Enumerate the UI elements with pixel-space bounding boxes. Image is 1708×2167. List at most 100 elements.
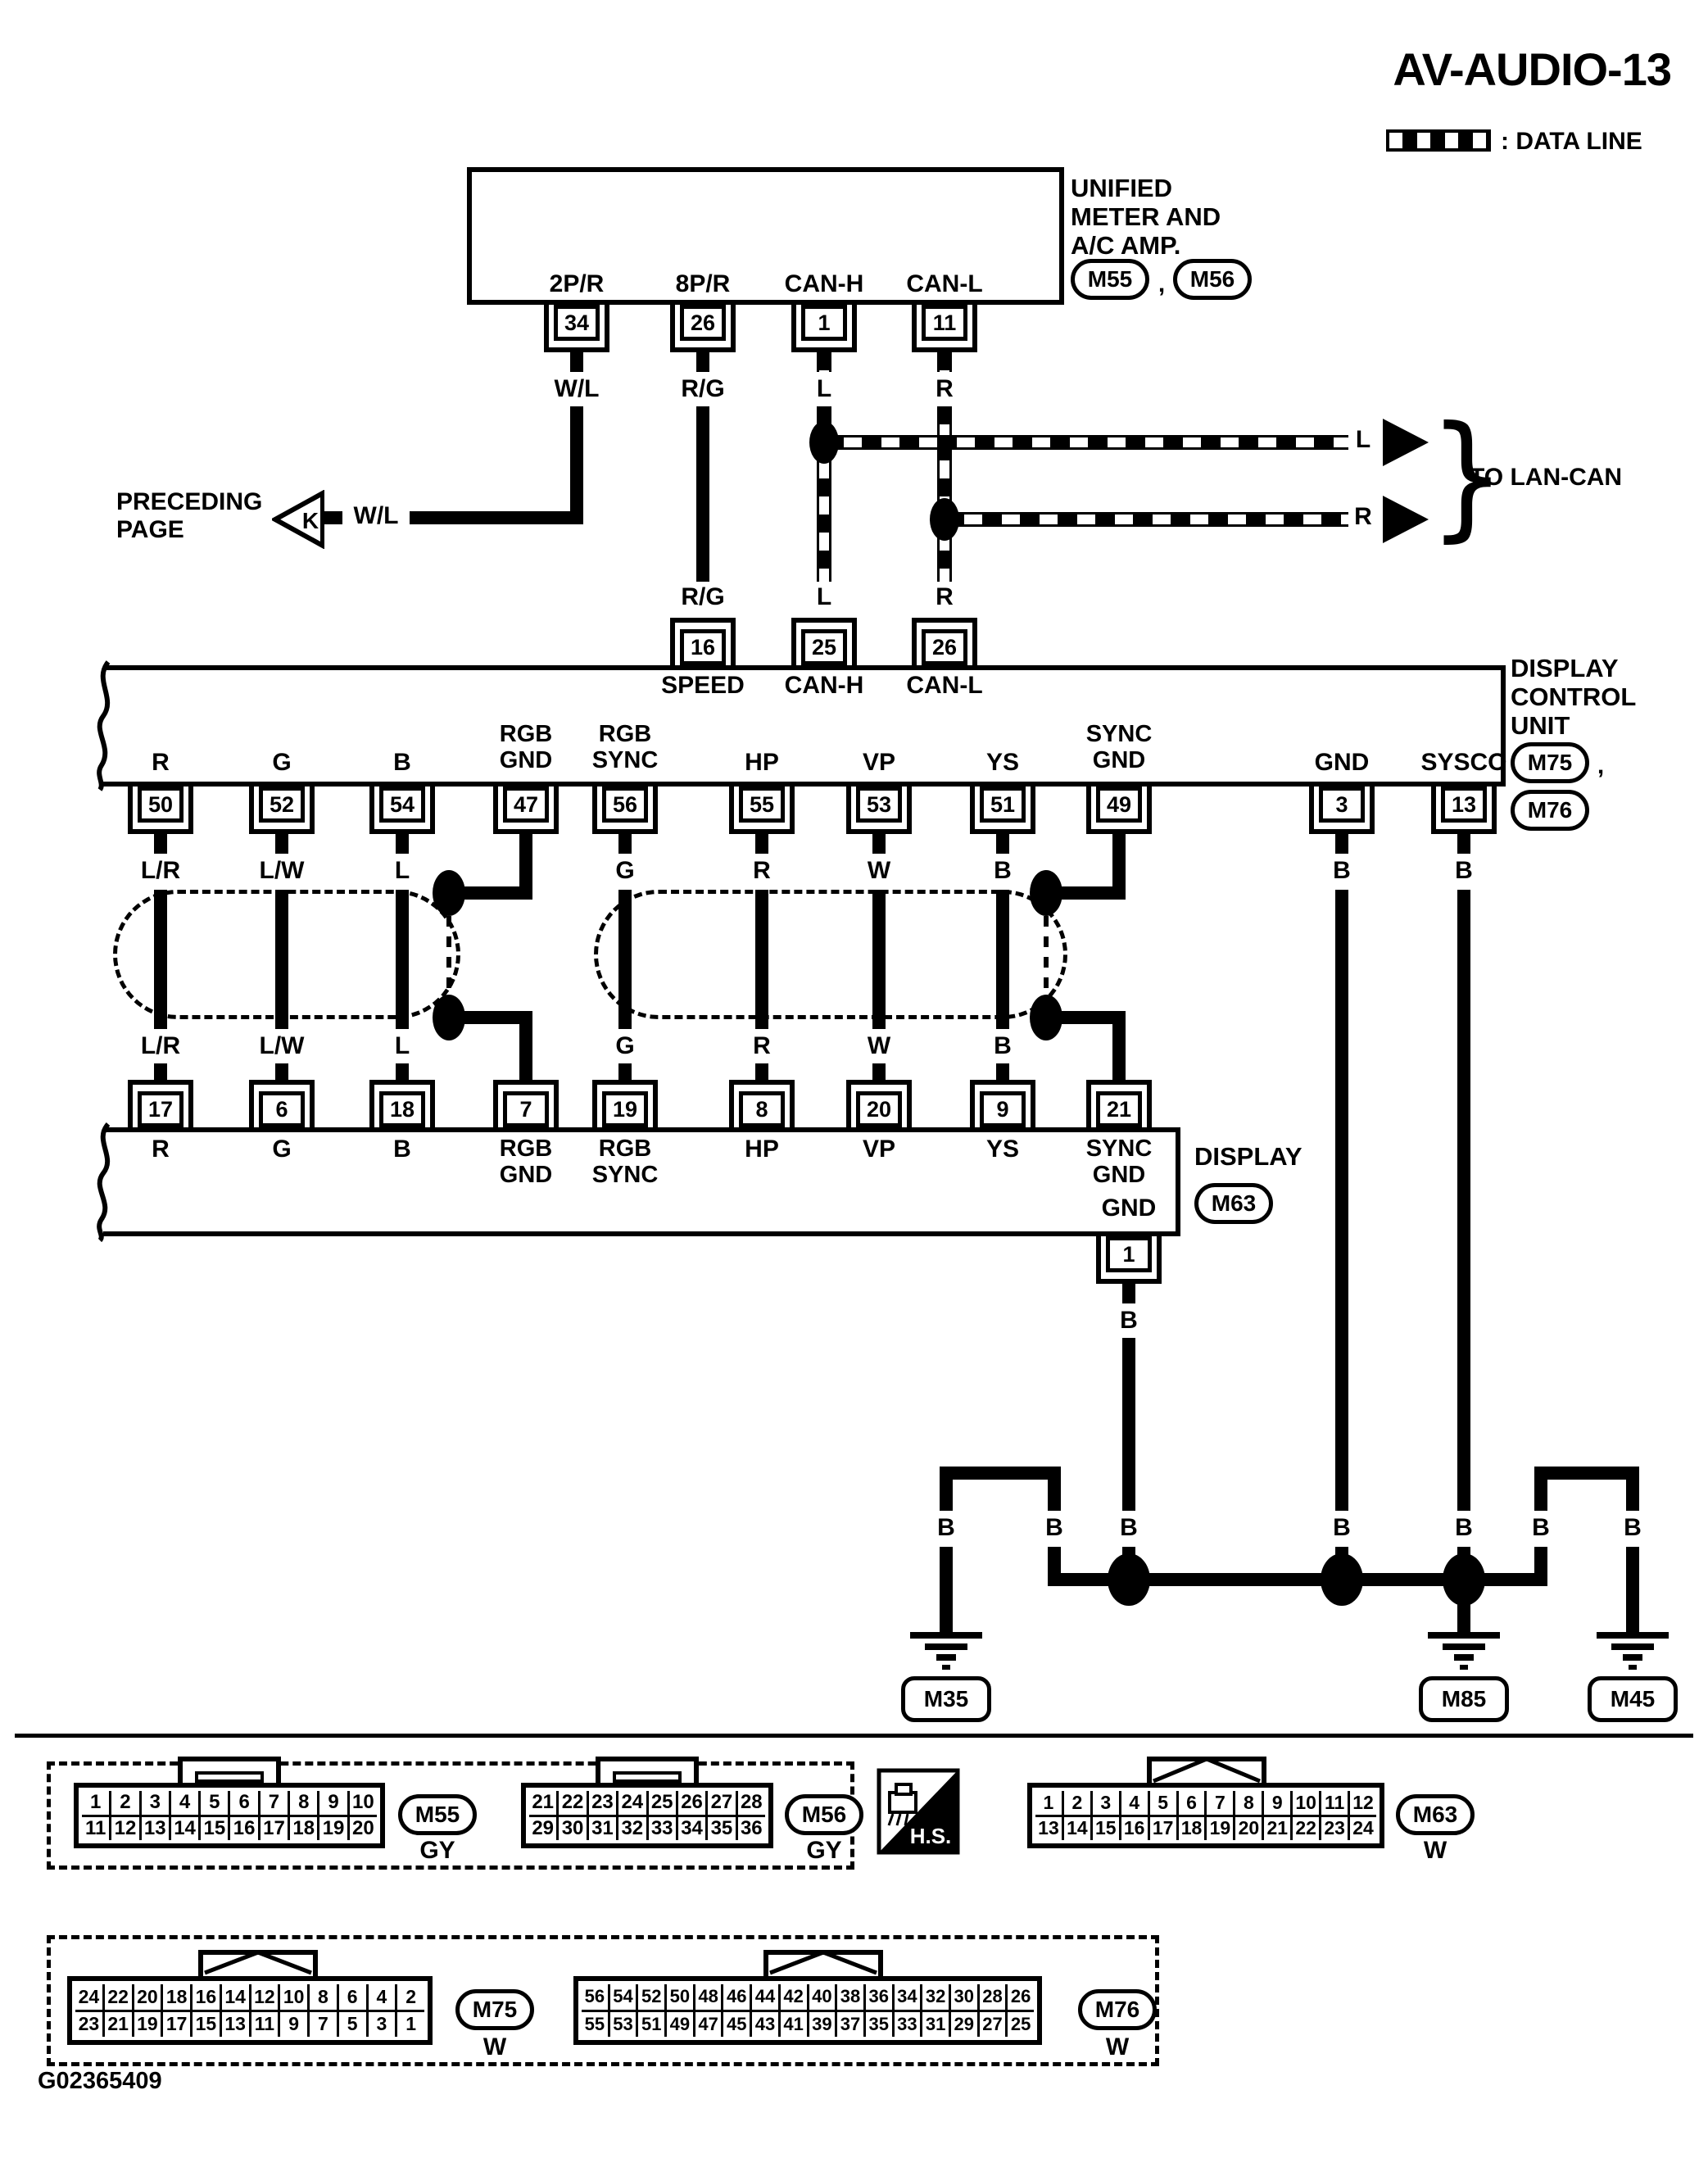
wire-stub [324,511,342,524]
wire-color-b: B [1455,1514,1473,1541]
arrow-right-icon [1383,419,1429,466]
wire-syncgnd [1112,1011,1126,1080]
wire-color-b: B [1333,1514,1351,1541]
wire-stub [996,1063,1009,1080]
pin-cell: 13 [1035,1816,1062,1840]
pin-52: 52 [249,787,315,834]
wire-color-r: R [753,1032,771,1059]
pin-cell: 21 [104,2011,132,2037]
svg-text:K: K [302,508,319,533]
wire-color-lw: L/W [259,857,305,884]
pin-cell: 35 [865,2011,892,2037]
pin-cell: 45 [723,2011,750,2037]
pin-cell: 23 [1321,1816,1348,1840]
to-lan-can-label: TO LAN-CAN [1470,464,1623,491]
pin-cell: 8 [1235,1791,1262,1815]
wire-syncgnd [1046,886,1126,900]
wire-b [940,1547,953,1632]
wire-stub [154,834,167,854]
pin-56: 56 [592,787,658,834]
pin-cell: 4 [368,1984,396,2010]
wire-stub [154,1063,167,1080]
earth-icon [1428,1632,1500,1639]
junction-dot [1321,1553,1363,1606]
pin-cell: 28 [737,1791,765,1815]
pin-cell: 18 [1178,1816,1205,1840]
pin-49: 49 [1086,787,1152,834]
pin-cell: 24 [618,1791,646,1815]
connector-group-box [47,1935,1159,2066]
pin-cell: 19 [319,1816,347,1840]
harness-side-hs-icon: H.S. [877,1768,960,1855]
dcu-pin-label-gnd: GND [1314,749,1370,776]
wire-color-l: L [816,583,832,610]
unified-meter-ac-amp-box [467,167,1064,305]
wire-color-b: B [1333,857,1351,884]
wire-color-b: B [1624,1514,1642,1541]
connector-ref-m55: M55 [1071,259,1149,300]
pin-51: 51 [970,787,1035,834]
wire-color-lw: L/W [259,1032,305,1059]
pin-18: 18 [369,1080,435,1127]
latch-slot [613,1771,682,1783]
pin-cell: 19 [1207,1816,1234,1840]
pin-26: 26 [670,305,736,352]
display-pin-label-vp: VP [862,1136,896,1163]
wire-color-g: G [615,857,635,884]
pin-cell: 27 [979,2011,1006,2037]
junction-dot [433,870,465,916]
junction-dot [1108,1553,1150,1606]
shield-drain-dash [446,916,451,995]
ground-ref-m35: M35 [901,1676,991,1722]
wire-color-rg: R/G [681,583,725,610]
wire-color-l: L [816,375,832,402]
pin-54: 54 [369,787,435,834]
pin-cell: 24 [75,1984,102,2010]
box-break-squiggle [97,660,111,791]
junction-dot [809,421,839,464]
wire-stub [1122,1284,1135,1303]
wire-stub [817,352,831,372]
pin-cell: 34 [894,1984,921,2010]
pin-cell: 1 [82,1791,110,1815]
pin-1: 1 [791,305,857,352]
wire-stub [396,1063,409,1080]
comma: , [1158,270,1166,297]
pin-cell: 29 [950,2011,977,2037]
wire-lw [275,890,288,1029]
pin-cell: 31 [922,2011,949,2037]
pin-21: 21 [1086,1080,1152,1127]
pin-cell: 23 [75,2011,102,2037]
dcu-pin-label-sysco: SYSCO [1420,749,1507,776]
pin-cell: 14 [1063,1816,1090,1840]
display-box [103,1127,1180,1236]
dcu-pin-label-rgbsync: RGB SYNC [591,721,659,773]
wire-color-l: L [394,1032,410,1059]
pin-cell: 5 [1149,1791,1176,1815]
pin-cell: 27 [708,1791,736,1815]
figure-code: G02365409 [38,2068,162,2094]
pin-cell: 28 [979,1984,1006,2010]
pin-16: 16 [670,618,736,665]
pin-cell: 42 [780,1984,807,2010]
wire-splice-bar [940,1467,1061,1480]
wire-color-wl: W/L [554,375,600,402]
dcu-pin-label-rgbgnd: RGB GND [499,721,553,773]
connector-latch [198,1950,318,1981]
wire-stub [396,834,409,854]
pin-50: 50 [128,787,193,834]
wire-color-lr: L/R [140,1032,181,1059]
pin-cell: 23 [588,1791,617,1815]
dcu-pin-label-canl: CAN-L [906,672,983,699]
pin-cell: 48 [695,1984,722,2010]
arrow-right-icon [1383,496,1429,543]
pin-cell: 21 [529,1791,557,1815]
pin-cell: 25 [648,1791,676,1815]
wire-b [1626,1480,1639,1511]
pin-cell: 20 [134,1984,161,2010]
